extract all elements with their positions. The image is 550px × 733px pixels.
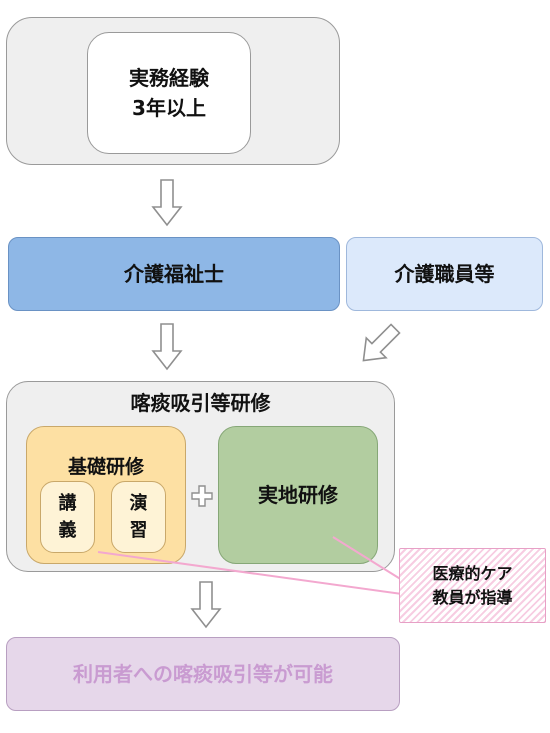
- suction-training-title: 喀痰吸引等研修: [130, 391, 271, 415]
- instructor-line1: 医療的ケア: [432, 563, 513, 583]
- arrow-down-1: [151, 179, 183, 227]
- result-label: 利用者への喀痰吸引等が可能: [73, 662, 333, 686]
- plus-icon: [191, 485, 213, 507]
- certified-care-worker-box: 介護福祉士: [8, 237, 340, 311]
- care-staff-label: 介護職員等: [394, 262, 495, 286]
- arrow-down-2: [151, 323, 183, 371]
- experience-line2: 3年以上: [132, 96, 206, 120]
- certified-care-worker-label: 介護福祉士: [124, 262, 224, 286]
- exercise-char-1: 演: [129, 493, 148, 514]
- practical-training-box: 実地研修: [218, 426, 378, 564]
- experience-line1: 実務経験: [129, 66, 209, 90]
- lecture-char-2: 義: [58, 520, 77, 541]
- experience-box: 実務経験 3年以上: [87, 32, 251, 154]
- exercise-box: 演 習: [111, 481, 166, 553]
- arrow-down-3: [190, 581, 222, 629]
- result-box: 利用者への喀痰吸引等が可能: [6, 637, 400, 711]
- instructor-line2: 教員が指導: [432, 587, 513, 607]
- care-staff-box: 介護職員等: [346, 237, 543, 311]
- arrow-diagonal: [362, 323, 401, 362]
- instructor-note: 医療的ケア 教員が指導: [399, 548, 546, 623]
- practical-training-label: 実地研修: [258, 483, 338, 507]
- exercise-char-2: 習: [129, 520, 148, 541]
- lecture-box: 講 義: [40, 481, 95, 553]
- basic-training-title: 基礎研修: [67, 456, 144, 478]
- lecture-char-1: 講: [58, 493, 77, 514]
